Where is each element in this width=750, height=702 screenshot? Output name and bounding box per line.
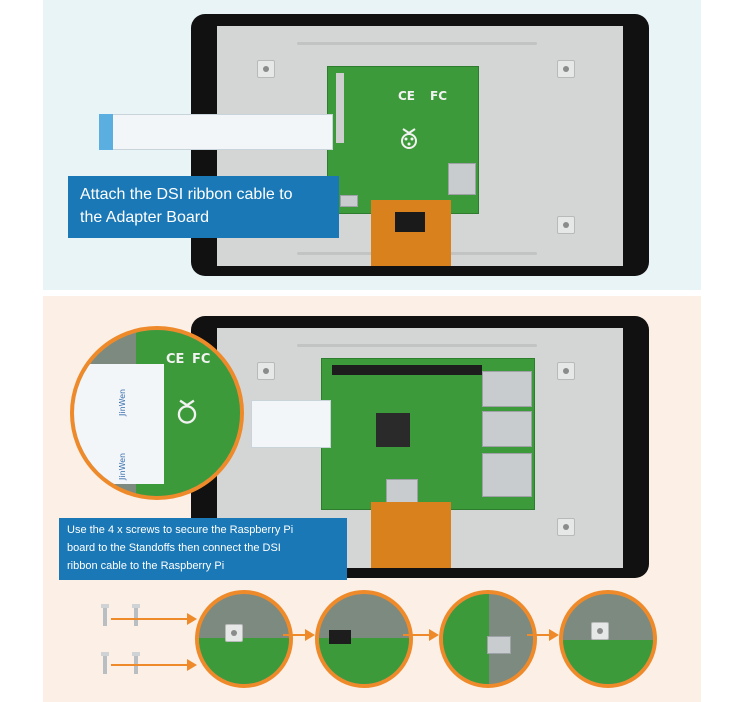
ribbon-brand-label: JinWen [118, 452, 127, 480]
connector-header [336, 73, 344, 143]
usb-port [482, 371, 532, 407]
arrow-right-icon [403, 634, 433, 636]
zoom-inset-screw-4 [559, 590, 657, 688]
standoff [557, 518, 575, 536]
dsi-ribbon-cable [251, 400, 331, 448]
hdmi-port [448, 163, 476, 195]
step-1-caption-line: the Adapter Board [80, 209, 209, 226]
arrow-right-icon [549, 629, 559, 641]
step-2-callout: Use the 4 x screws to secure the Raspber… [59, 518, 347, 580]
ce-mark: CE [166, 352, 185, 367]
raspberry-pi-logo-icon [401, 128, 417, 149]
hdmi-port [386, 479, 418, 505]
arrow-right-icon [305, 629, 315, 641]
ce-mark: CE [398, 89, 416, 103]
touchscreen-display: CE FC [191, 14, 649, 276]
step-2-panel: JinWen JinWen CE FC Use the 4 x screws t… [43, 296, 701, 702]
step-1-caption-line: Attach the DSI ribbon cable to [80, 186, 293, 203]
flex-connector [395, 212, 425, 232]
zoom-inset-screw-1 [195, 590, 293, 688]
step-2-caption-line: board to the Standoffs then connect the … [67, 542, 281, 554]
arrow-right-icon [429, 629, 439, 641]
fcc-mark: FC [430, 89, 448, 103]
zoom-inset-ribbon-connection: JinWen JinWen CE FC [70, 326, 244, 500]
zoom-inset-screw-2 [315, 590, 413, 688]
flex-cable [371, 200, 451, 266]
arrow-right-icon [187, 659, 197, 671]
screw-icon [101, 604, 109, 626]
standoff [257, 60, 275, 78]
arrow-right-icon [283, 634, 309, 636]
usb-port [482, 411, 532, 447]
standoff [557, 216, 575, 234]
vent-slot [297, 344, 537, 347]
screw-icon [132, 604, 140, 626]
step-1-panel: CE FC Attach the DSI ribbon cable to the… [43, 0, 701, 290]
screw-icon [101, 652, 109, 674]
ribbon-brand-label: JinWen [118, 388, 127, 416]
screw-icon [132, 652, 140, 674]
dsi-ribbon-cable [99, 114, 333, 150]
vent-slot [297, 42, 537, 45]
standoff [257, 362, 275, 380]
step-2-caption-line: Use the 4 x screws to secure the Raspber… [67, 524, 294, 536]
ribbon-cable-tab [99, 114, 113, 150]
standoff [557, 362, 575, 380]
fcc-mark: FC [192, 352, 211, 367]
gpio-header [332, 365, 482, 375]
standoff [557, 60, 575, 78]
adapter-board: CE FC [327, 66, 479, 214]
micro-usb-port [340, 195, 358, 207]
arrow-right-icon [187, 613, 197, 625]
zoom-inset-screw-3 [439, 590, 537, 688]
raspberry-pi-board [321, 358, 535, 510]
arrow-right-icon [111, 618, 189, 620]
arrow-right-icon [111, 664, 189, 666]
raspberry-pi-logo-icon [177, 399, 197, 424]
step-1-callout: Attach the DSI ribbon cable to the Adapt… [68, 176, 339, 238]
arrow-right-icon [527, 634, 553, 636]
step-2-caption-line: ribbon cable to the Raspberry Pi [67, 560, 225, 572]
flex-cable [371, 502, 451, 568]
soc-chip [376, 413, 410, 447]
ethernet-port [482, 453, 532, 497]
